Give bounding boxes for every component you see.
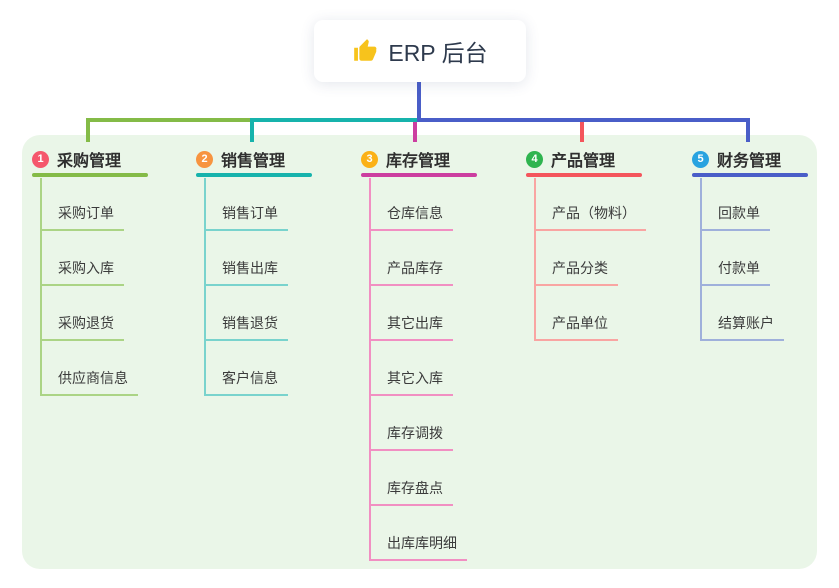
child-node[interactable]: 结算账户 [700,311,784,341]
branch-label: 产品管理 [551,153,616,170]
branch-child-rail [369,178,371,561]
branch-number-badge: 2 [196,150,213,168]
branch-underline [526,173,642,177]
branch-node[interactable]: 3 库存管理 [361,148,450,170]
branch-child-rail [700,178,702,341]
child-node[interactable]: 付款单 [700,256,770,286]
child-node[interactable]: 销售订单 [204,201,288,231]
branch-node[interactable]: 5 财务管理 [692,148,781,170]
child-node[interactable]: 仓库信息 [369,201,453,231]
child-node[interactable]: 采购入库 [40,256,124,286]
child-node[interactable]: 库存盘点 [369,476,453,506]
child-node[interactable]: 出库库明细 [369,531,467,561]
branch-node[interactable]: 4 产品管理 [526,148,615,170]
branch-number-badge: 4 [526,150,543,168]
child-node[interactable]: 客户信息 [204,366,288,396]
child-node[interactable]: 回款单 [700,201,770,231]
child-node[interactable]: 销售退货 [204,311,288,341]
child-node[interactable]: 产品单位 [534,311,618,341]
branches-background-panel [22,135,817,569]
branch-underline [196,173,312,177]
child-node[interactable]: 采购订单 [40,201,124,231]
root-node[interactable]: ERP 后台 [314,20,526,82]
child-node[interactable]: 产品（物料） [534,201,646,231]
branch-node[interactable]: 2 销售管理 [196,148,285,170]
child-node[interactable]: 销售出库 [204,256,288,286]
branch-label: 财务管理 [717,153,782,170]
branch-underline [32,173,148,177]
branch-underline [361,173,477,177]
branch-number-badge: 1 [32,150,49,168]
branch-child-rail [40,178,42,396]
thumbs-up-glyph [354,39,377,61]
branch-number-badge: 3 [361,150,378,168]
thumbs-up-icon [352,38,378,64]
child-node[interactable]: 供应商信息 [40,366,138,396]
branch-label: 库存管理 [386,153,451,170]
branch-child-rail [534,178,536,341]
branch-label: 采购管理 [57,153,122,170]
child-node[interactable]: 库存调拨 [369,421,453,451]
child-node[interactable]: 产品库存 [369,256,453,286]
child-node[interactable]: 产品分类 [534,256,618,286]
root-title: ERP 后台 [388,40,488,66]
branch-label: 销售管理 [221,153,286,170]
branch-child-rail [204,178,206,396]
child-node[interactable]: 其它出库 [369,311,453,341]
child-node[interactable]: 其它入库 [369,366,453,396]
child-node[interactable]: 采购退货 [40,311,124,341]
branch-node[interactable]: 1 采购管理 [32,148,121,170]
branch-number-badge: 5 [692,150,709,168]
branch-underline [692,173,808,177]
